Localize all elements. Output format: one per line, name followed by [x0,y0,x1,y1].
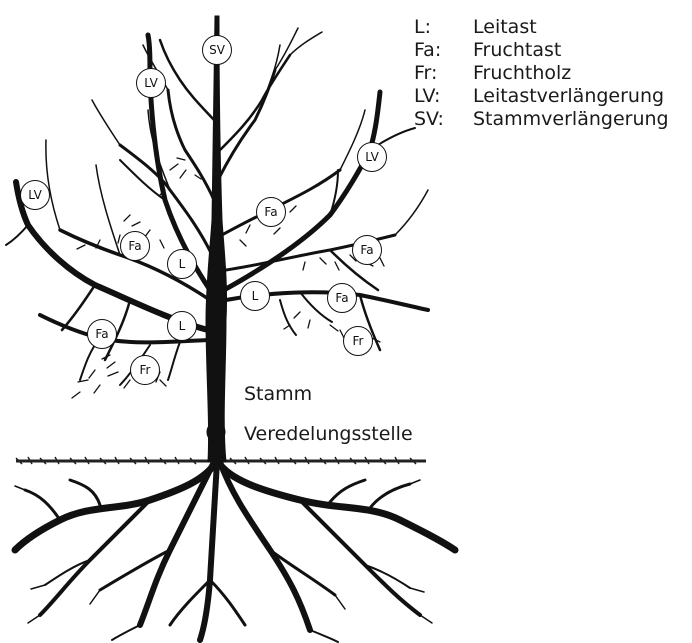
roots [15,462,455,642]
legend-item-fa: Fa:Fruchtast [414,39,669,62]
label-trunk: Stamm [244,383,312,405]
label-fr-right: Fr [343,326,373,356]
label-lv-right: LV [357,142,387,172]
legend-key: Fr: [414,62,473,85]
label-fr-left: Fr [130,355,160,385]
legend-item-sv: SV:Stammverlängerung [414,108,669,131]
label-lv-top-left: LV [136,68,166,98]
label-fa-left-lower: Fa [87,319,117,349]
legend-text: Leitastverlängerung [473,85,664,107]
legend-item-lv: LV:Leitastverlängerung [414,85,669,108]
legend-text: Fruchtast [473,39,561,61]
label-l-left-upper: L [167,249,197,279]
trunk [206,16,227,462]
legend-key: Fa: [414,39,473,62]
label-sv: SV [202,35,232,65]
label-fa-left-mid: Fa [120,231,150,261]
legend-key: L: [414,16,473,39]
label-fa-right-mid: Fa [352,235,382,265]
legend-item-fr: Fr:Fruchtholz [414,62,669,85]
legend: L:Leitast Fa:Fruchtast Fr:Fruchtholz LV:… [414,16,669,131]
legend-item-l: L:Leitast [414,16,669,39]
label-lv-left: LV [20,180,50,210]
label-l-center: L [240,281,270,311]
label-graft-union: Veredelungsstelle [244,423,413,445]
legend-key: LV: [414,85,473,108]
legend-text: Fruchtholz [473,62,571,84]
label-l-left-lower: L [167,311,197,341]
legend-text: Leitast [473,16,537,38]
legend-key: SV: [414,108,473,131]
label-fa-upper-right: Fa [256,197,286,227]
label-fa-right-lower: Fa [327,283,357,313]
legend-text: Stammverlängerung [473,108,669,130]
